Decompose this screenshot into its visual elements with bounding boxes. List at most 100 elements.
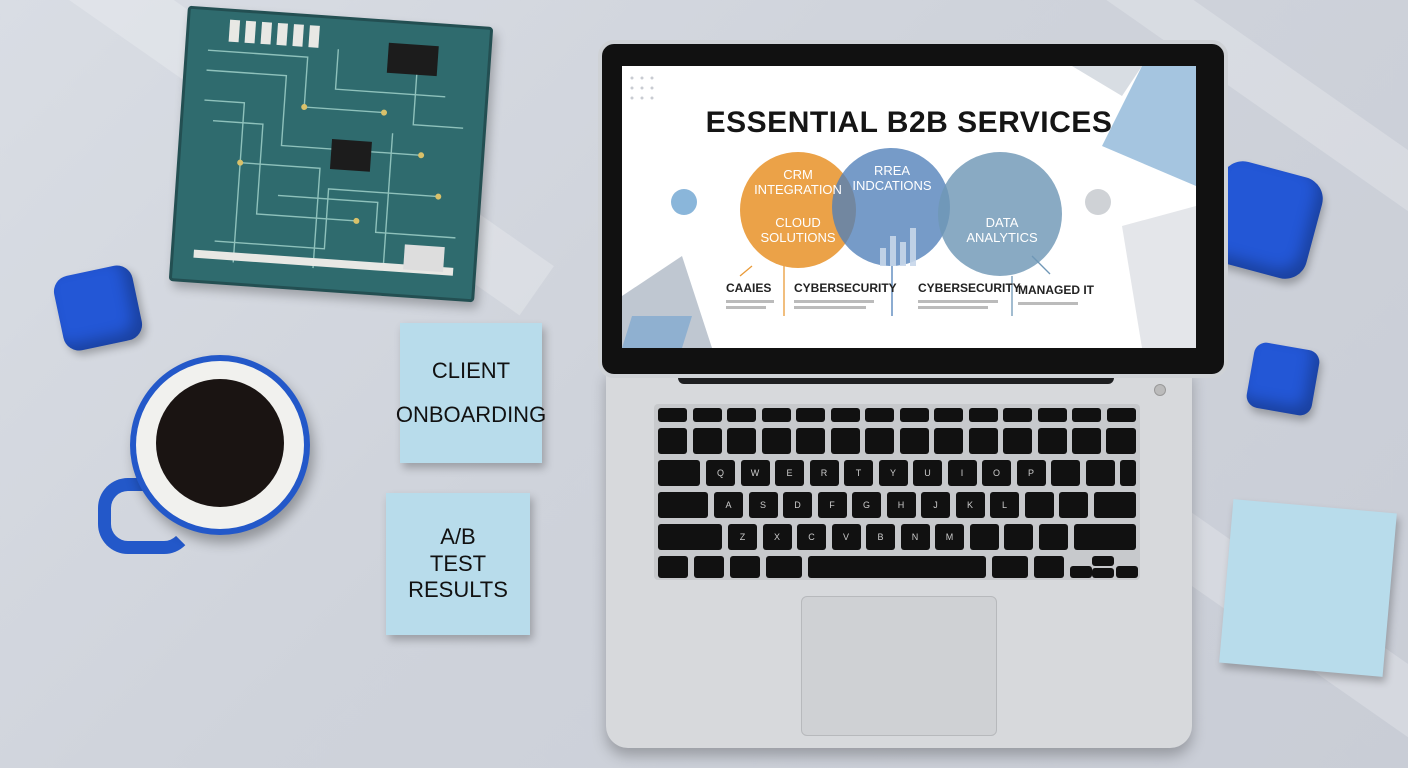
venn-text-crm: CRM INTEGRATION CLOUD SOLUTIONS xyxy=(748,167,848,246)
keyboard-key[interactable]: T xyxy=(844,460,873,486)
keyboard-key[interactable]: W xyxy=(740,460,770,486)
venn-text-data: DATA ANALYTICS xyxy=(952,215,1052,246)
trackpad[interactable] xyxy=(801,596,997,736)
keyboard-key[interactable] xyxy=(761,428,791,454)
keyboard-key[interactable]: H xyxy=(886,492,916,518)
keyboard-key[interactable] xyxy=(865,428,894,454)
note-line: ONBOARDING xyxy=(395,402,547,427)
keyboard-key[interactable]: E xyxy=(775,460,804,486)
keyboard-key[interactable] xyxy=(692,408,722,422)
keyboard-key[interactable] xyxy=(658,556,688,578)
keyboard-key[interactable] xyxy=(830,428,860,454)
keyboard-key[interactable] xyxy=(1106,408,1136,422)
keyboard-key[interactable] xyxy=(1106,428,1136,454)
keyboard-key[interactable]: A xyxy=(714,492,743,518)
keyboard-key[interactable] xyxy=(796,408,825,422)
keyboard-key[interactable] xyxy=(1070,566,1092,578)
keyboard-key[interactable]: U xyxy=(913,460,942,486)
keyboard-key[interactable] xyxy=(968,428,998,454)
keyboard-key[interactable] xyxy=(1092,568,1114,578)
blue-cube xyxy=(50,262,146,354)
keyboard-key[interactable]: Z xyxy=(728,524,757,550)
keyboard-key[interactable] xyxy=(658,428,687,454)
keyboard-key[interactable] xyxy=(1003,428,1032,454)
keyboard-key[interactable] xyxy=(968,408,998,422)
keyboard-key[interactable]: Q xyxy=(706,460,735,486)
keyboard-key[interactable]: G xyxy=(852,492,881,518)
keyboard-key[interactable]: X xyxy=(762,524,792,550)
keyboard-key[interactable]: I xyxy=(947,460,977,486)
keyboard-key[interactable] xyxy=(830,408,860,422)
keyboard-key[interactable] xyxy=(1092,556,1114,566)
keyboard-key[interactable] xyxy=(727,428,756,454)
keyboard-key[interactable]: J xyxy=(921,492,950,518)
keyboard-key[interactable] xyxy=(694,556,724,578)
keyboard-key[interactable] xyxy=(1120,460,1136,486)
blue-cube xyxy=(1244,340,1322,418)
keyboard-key[interactable]: M xyxy=(935,524,964,550)
keyboard-key[interactable] xyxy=(1051,460,1080,486)
keyboard-key[interactable]: D xyxy=(783,492,812,518)
keyboard-key[interactable] xyxy=(1003,408,1032,422)
keyboard-key[interactable] xyxy=(1034,556,1064,578)
keyboard-key[interactable] xyxy=(1085,460,1115,486)
slide-label: MANAGED IT xyxy=(1018,283,1094,297)
slide-title: ESSENTIAL B2B SERVICES xyxy=(705,106,1113,139)
keyboard-key[interactable]: C xyxy=(797,524,826,550)
keyboard-key[interactable]: L xyxy=(990,492,1019,518)
keyboard-key[interactable] xyxy=(899,408,929,422)
keyboard-key[interactable]: F xyxy=(817,492,847,518)
laptop-lid: ESSENTIAL B2B SERVICES CRM INTEGRATION C… xyxy=(598,40,1228,378)
keyboard-key[interactable]: Y xyxy=(878,460,908,486)
keyboard-key[interactable]: S xyxy=(748,492,778,518)
coffee xyxy=(156,379,284,507)
sticky-note-ab-test: A/B TEST RESULTS xyxy=(386,493,530,635)
keyboard-key[interactable] xyxy=(658,460,700,486)
keyboard-key[interactable] xyxy=(865,408,894,422)
label-connectors xyxy=(739,255,1051,316)
keyboard-key[interactable]: R xyxy=(809,460,839,486)
venn-line: RREA xyxy=(873,163,911,178)
placeholder-text-line xyxy=(794,306,866,309)
keyboard-key[interactable] xyxy=(1037,408,1067,422)
keyboard-key[interactable] xyxy=(899,428,929,454)
keyboard-key[interactable] xyxy=(1059,492,1088,518)
keyboard-key[interactable] xyxy=(1004,524,1033,550)
slide-decorations xyxy=(622,66,1196,348)
keyboard-key[interactable] xyxy=(1037,428,1067,454)
keyboard-key[interactable] xyxy=(658,524,722,550)
venn-line: DATA xyxy=(985,215,1019,230)
keyboard-key[interactable] xyxy=(796,428,825,454)
power-button[interactable] xyxy=(1154,384,1166,396)
keyboard-key[interactable] xyxy=(727,408,756,422)
keyboard-key[interactable]: K xyxy=(955,492,985,518)
keyboard-key[interactable] xyxy=(1074,524,1136,550)
keyboard-key[interactable]: P xyxy=(1016,460,1046,486)
keyboard-key[interactable] xyxy=(692,428,722,454)
keyboard-key[interactable] xyxy=(766,556,802,578)
keyboard-key[interactable] xyxy=(1072,408,1101,422)
keyboard-key[interactable]: B xyxy=(866,524,895,550)
keyboard-key[interactable]: O xyxy=(982,460,1011,486)
keyboard-key[interactable] xyxy=(969,524,999,550)
keyboard-key[interactable] xyxy=(658,492,708,518)
keyboard-key[interactable] xyxy=(934,428,963,454)
keyboard-key[interactable] xyxy=(658,408,687,422)
keyboard-key[interactable] xyxy=(1116,566,1138,578)
keyboard-key[interactable] xyxy=(1072,428,1101,454)
venn-line: CLOUD xyxy=(775,214,821,230)
keyboard-key[interactable] xyxy=(992,556,1028,578)
note-line: CLIENT xyxy=(431,357,511,383)
keyboard-key[interactable] xyxy=(1024,492,1054,518)
keyboard-key[interactable]: V xyxy=(831,524,861,550)
keyboard-key[interactable] xyxy=(934,408,963,422)
keyboard-key[interactable] xyxy=(730,556,760,578)
slide-label: CAAIES xyxy=(726,281,772,295)
keyboard-key[interactable] xyxy=(1038,524,1068,550)
keyboard-key[interactable]: N xyxy=(900,524,930,550)
venn-text-center: RREA INDCATIONS xyxy=(842,163,942,194)
keyboard-key[interactable] xyxy=(761,408,791,422)
keyboard-key[interactable] xyxy=(808,556,986,578)
keyboard-key[interactable] xyxy=(1094,492,1136,518)
